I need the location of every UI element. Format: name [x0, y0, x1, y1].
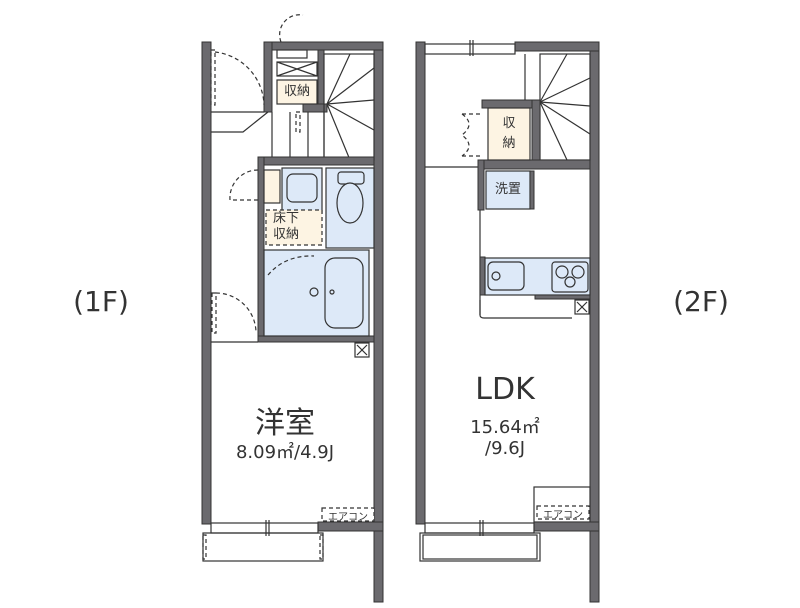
- wall-storage-right: [317, 49, 325, 113]
- wall-left-1f: [201, 41, 212, 525]
- floor-1-plan: [201, 14, 384, 603]
- floor-label-2f: (2F): [673, 285, 729, 318]
- storage-2f: [487, 107, 531, 161]
- wall-storage-left: [263, 41, 273, 113]
- room-area-ldk-line2: /9.6J: [485, 438, 525, 459]
- storage-label-2f-line2: 納: [502, 136, 516, 151]
- underfloor-storage-label-line2: 収納: [272, 227, 299, 242]
- wall-right-2f: [589, 41, 600, 603]
- room-area-western: 8.09㎡/4.9J: [235, 442, 335, 463]
- room-name-ldk: LDK: [475, 372, 535, 407]
- wall-right-1f: [373, 41, 384, 603]
- wall-top-1f: [263, 41, 384, 51]
- wall-left-2f: [415, 41, 426, 525]
- aircon-label-2f: エアコン: [543, 510, 583, 521]
- underfloor-storage-label-line1: 床下: [272, 211, 299, 226]
- wall-stair-ledge: [302, 103, 328, 113]
- washer-label: 洗置: [494, 182, 521, 197]
- storage-label-1f: 収納: [283, 84, 310, 99]
- aircon-label-1f: エアコン: [328, 512, 368, 523]
- storage-1f: [276, 79, 318, 105]
- room-name-western: 洋室: [255, 406, 315, 441]
- floor-label-1f: (1F): [73, 285, 129, 318]
- room-area-ldk-line1: 15.64㎡: [470, 417, 540, 438]
- floor-2-plan: [415, 40, 600, 603]
- storage-label-2f-line1: 収: [502, 116, 516, 131]
